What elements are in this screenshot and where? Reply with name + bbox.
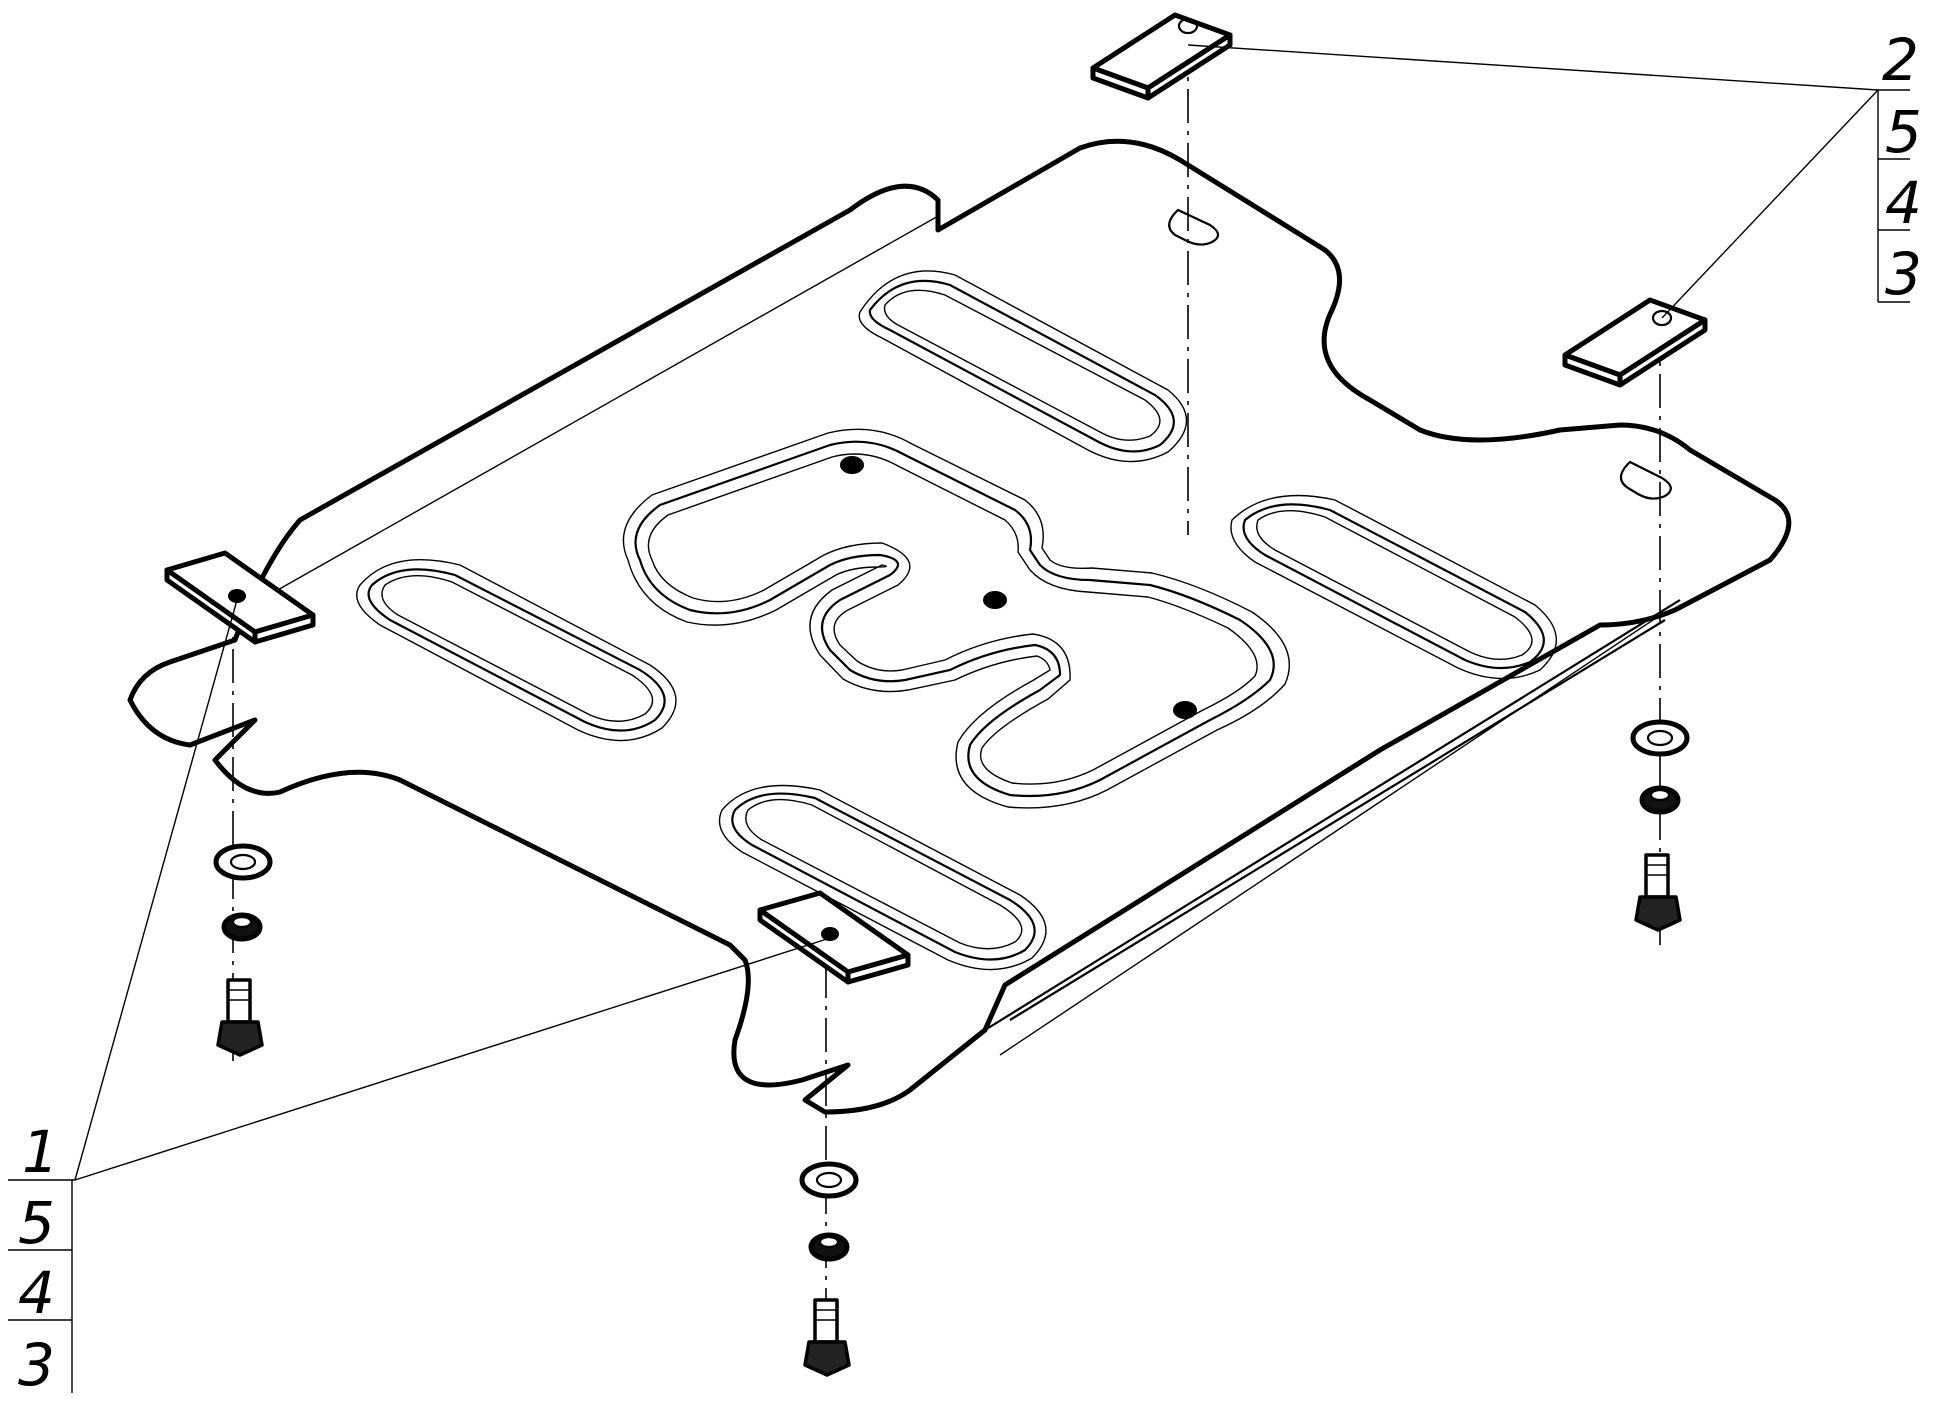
callout-left-1: 5 <box>18 1189 55 1257</box>
slot-right <box>1619 460 1672 500</box>
callout-right-0: 2 <box>1882 26 1919 94</box>
plate-bend-line-right <box>999 611 1666 1056</box>
callout-left-2: 4 <box>18 1259 55 1327</box>
rib-center <box>622 428 1290 809</box>
callout-right-1: 5 <box>1885 98 1922 166</box>
fastener-stack-left <box>213 843 273 1057</box>
callout-left-3: 3 <box>18 1331 55 1399</box>
rib-lower <box>718 784 1047 971</box>
flat-washer <box>799 1161 859 1199</box>
hole-1 <box>840 456 864 474</box>
plate-flange-lower <box>984 599 1681 1031</box>
leader-lines <box>74 44 1879 1181</box>
rib-upper <box>858 270 1188 463</box>
flat-washer <box>1630 719 1690 757</box>
callout-left-0: 1 <box>22 1118 59 1186</box>
flat-washer <box>213 843 273 881</box>
plate-outline <box>127 138 1792 1115</box>
callout-table-left: 1 5 4 3 <box>8 1118 75 1399</box>
callout-right-2: 4 <box>1885 169 1922 237</box>
callout-table-right: 2 5 4 3 <box>1877 26 1922 308</box>
rib-right <box>1230 494 1557 680</box>
fastener-stack-right <box>1630 719 1690 932</box>
fastener-stack-bottom <box>799 1161 859 1377</box>
bolt <box>803 1298 851 1377</box>
spacer-left <box>164 550 316 645</box>
callout-right-3: 3 <box>1885 240 1922 308</box>
skid-plate <box>127 138 1792 1115</box>
bolt <box>216 978 264 1057</box>
bolt <box>1634 853 1682 932</box>
spacer-top <box>1090 12 1233 101</box>
hole-3 <box>1173 701 1197 719</box>
rib-left <box>356 559 677 742</box>
slot-top <box>1168 208 1220 246</box>
hole-2 <box>983 591 1007 609</box>
plate-bend-line-left <box>259 214 941 601</box>
spacer-right <box>1562 297 1708 388</box>
